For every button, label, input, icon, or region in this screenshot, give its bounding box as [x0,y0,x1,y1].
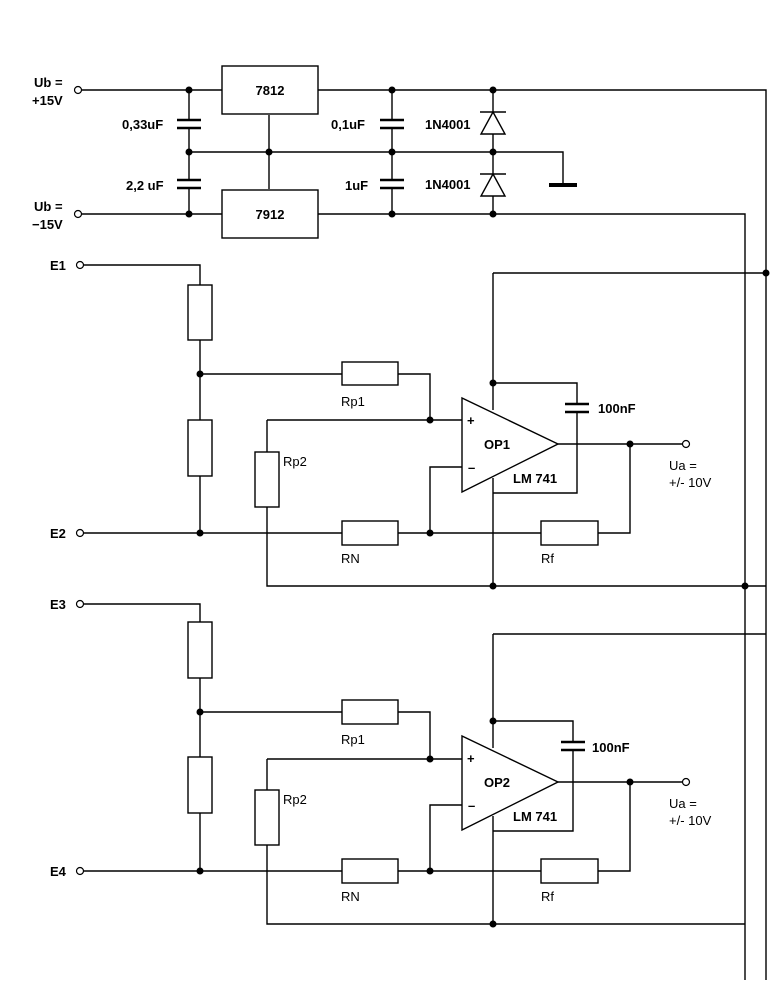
diode-top-label: 1N4001 [425,117,471,132]
resistor-rp1 [341,361,399,386]
terminal-e4 [75,866,85,876]
resistor-divider-bottom [187,419,213,477]
resistor-rf [540,858,599,884]
terminal-e2 [75,528,85,538]
ub-neg-label-1: Ub = [34,199,63,214]
terminal-output-2 [681,777,691,787]
output-label-2: +/- 10V [669,475,712,490]
terminal-e3 [75,599,85,609]
rn-label: RN [341,889,360,904]
opamp-plus-label: + [467,413,475,428]
rp2-label: Rp2 [283,454,307,469]
opamp-minus-label: – [468,798,475,813]
power-supply: 7812 7912 Ub = +15V Ub = −15V 0,33uF 2,2… [32,65,770,980]
input-e3-label: E3 [50,597,66,612]
resistor-rn [341,520,399,546]
rn-label: RN [341,551,360,566]
c-in-top-label: 0,33uF [122,117,163,132]
resistor-divider-top [187,284,213,341]
terminal-e1 [75,260,85,270]
diode-bot-label: 1N4001 [425,177,471,192]
input-e4-label: E4 [50,864,67,879]
terminal-output-1 [681,439,691,449]
output-label-1: Ua = [669,458,697,473]
regulator-7912-label: 7912 [256,207,285,222]
opamp-name-label: OP1 [484,437,510,452]
opamp-op2 [461,734,560,832]
cap-label: 100nF [592,740,630,755]
opamp-name-label: OP2 [484,775,510,790]
input-e1-label: E1 [50,258,66,273]
rf-label: Rf [541,889,554,904]
opamp-plus-label: + [467,751,475,766]
opamp-op1 [461,396,560,494]
resistor-rf [540,520,599,546]
terminal-ub-pos [73,85,83,95]
resistor-rp2 [254,451,280,508]
opamp-type-label: LM 741 [513,809,557,824]
resistor-divider-bottom [187,756,213,814]
rp1-label: Rp1 [341,394,365,409]
diode-bottom [479,172,507,197]
rp1-label: Rp1 [341,732,365,747]
rp2-label: Rp2 [283,792,307,807]
ub-neg-label-2: −15V [32,217,63,232]
c-in-bot-label: 2,2 uF [126,178,164,193]
c-out-bot-label: 1uF [345,178,368,193]
resistor-divider-top [187,621,213,679]
opamp-minus-label: – [468,460,475,475]
resistor-rp1 [341,699,399,725]
output-label-1: Ua = [669,796,697,811]
c-out-top-label: 0,1uF [331,117,365,132]
output-label-2: +/- 10V [669,813,712,828]
regulator-7812-label: 7812 [256,83,285,98]
rf-label: Rf [541,551,554,566]
diode-top [479,110,507,135]
regulator-7912 [221,189,319,239]
resistor-rp2 [254,789,280,846]
terminal-ub-neg [73,209,83,219]
input-e2-label: E2 [50,526,66,541]
opamp-type-label: LM 741 [513,471,557,486]
ub-pos-label-2: +15V [32,93,63,108]
resistor-rn [341,858,399,884]
regulator-7812 [221,65,319,115]
ub-pos-label-1: Ub = [34,75,63,90]
cap-label: 100nF [598,401,636,416]
amplifier-stage-1: E1 E2 Rp1 Rp2 RN Rf + – OP1 LM 741 100nF… [50,258,766,590]
amplifier-stage-2: E3 E4 Rp1 Rp2 RN Rf + – OP2 LM 741 100nF… [50,597,766,928]
